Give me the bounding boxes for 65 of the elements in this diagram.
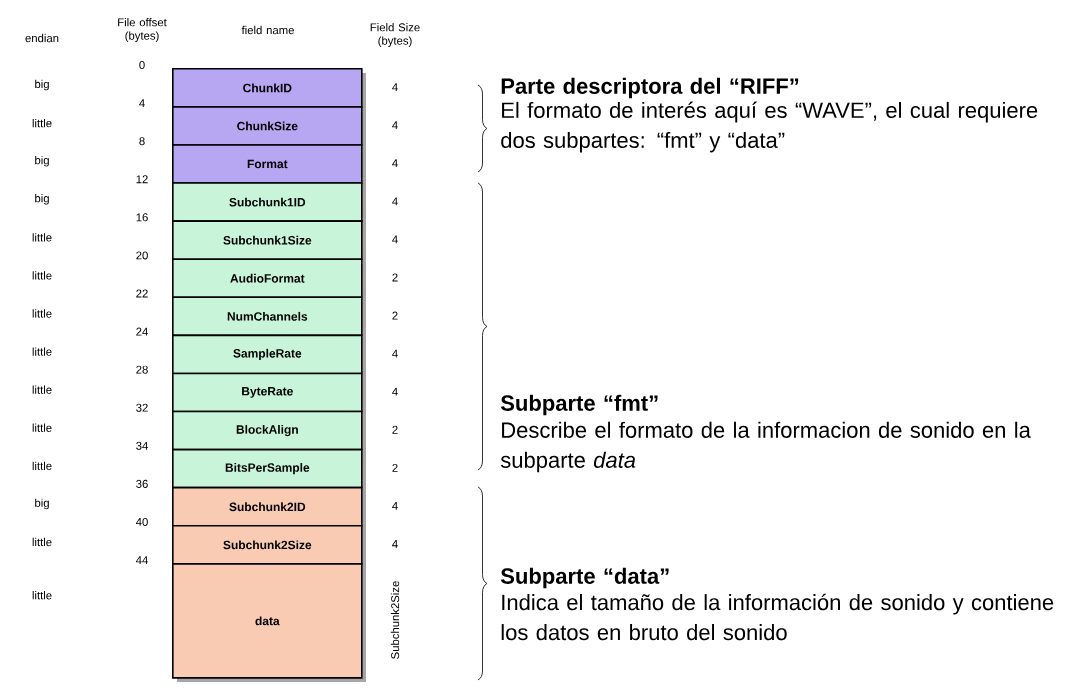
endian-label: little (32, 591, 52, 600)
section-heading: Subparte “fmt” (500, 394, 658, 416)
section-description: Describe el formato de la informacion de sonido en la subparte data (500, 421, 1031, 473)
offset-label: 44 (135, 556, 148, 564)
size-label: 4 (392, 83, 398, 91)
size-label: 4 (392, 349, 398, 358)
endian-label: little (32, 423, 52, 432)
endian-label: little (32, 347, 52, 356)
size-label: 4 (392, 197, 398, 206)
size-label: 4 (392, 387, 398, 396)
section-heading: Subparte “data” (500, 567, 669, 589)
offset-label: 28 (136, 365, 148, 374)
size-label: 4 (392, 502, 398, 510)
field-box: AudioFormat (172, 258, 363, 299)
offset-label: 40 (135, 517, 148, 526)
size-label: 2 (392, 463, 398, 472)
size-label: 4 (392, 159, 398, 168)
endian-label: little (32, 461, 52, 470)
offset-label: 22 (136, 289, 148, 298)
offset-label: 34 (136, 441, 148, 450)
field-box: ChunkID (172, 68, 363, 108)
offset-label: 32 (136, 403, 148, 412)
offset-label: 4 (139, 99, 145, 107)
offset-label: 24 (136, 327, 148, 336)
field-box: Format (172, 144, 363, 184)
size-label: 2 (392, 273, 398, 282)
field-box: ChunkSize (172, 106, 363, 146)
field-box: Subchunk1ID (172, 182, 363, 222)
section-description: El formato de interés aquí es “WAVE”, el cual requiere dos subpartes: “fmt” y “data” (501, 101, 1038, 153)
offset-label: 12 (136, 175, 148, 184)
endian-label: big (35, 194, 49, 205)
offset-label: 20 (136, 251, 148, 260)
size-label: 4 (392, 235, 398, 244)
field-box: BlockAlign (172, 410, 363, 451)
offset-label: 0 (139, 61, 145, 69)
column-header: Field Size (bytes) (370, 23, 420, 47)
offset-label: 8 (139, 137, 145, 146)
offset-label: 16 (136, 213, 148, 222)
endian-label: big (35, 155, 49, 167)
field-box: Subchunk1Size (172, 220, 363, 260)
field-box: NumChannels (172, 296, 363, 337)
endian-label: little (32, 309, 52, 318)
offset-label: 36 (136, 479, 148, 488)
field-box: Subchunk2ID (172, 486, 363, 527)
endian-label: big (35, 498, 49, 510)
endian-label: big (35, 79, 49, 91)
field-box: SampleRate (172, 334, 363, 375)
size-label: 4 (392, 540, 398, 548)
column-header: File offset (bytes) (118, 18, 167, 42)
field-box: ByteRate (172, 372, 363, 413)
field-box: BitsPerSample (172, 448, 363, 489)
size-label: Subchunk2Size (390, 581, 400, 659)
field-box: Subchunk2Size (172, 524, 363, 565)
size-label: 2 (392, 425, 398, 434)
endian-label: little (32, 118, 52, 128)
size-label: 4 (392, 121, 398, 129)
endian-label: little (32, 271, 52, 280)
column-header: field name (241, 25, 294, 35)
section-heading: Parte descriptora del “RIFF” (501, 77, 799, 99)
column-header: endian (25, 33, 59, 43)
endian-label: little (32, 233, 52, 242)
endian-label: little (32, 537, 52, 547)
section-description: Indica el tamaño de la información de sonido y contiene los datos en bruto del sonido (501, 593, 1054, 641)
size-label: 2 (392, 311, 398, 320)
endian-label: little (32, 385, 52, 394)
